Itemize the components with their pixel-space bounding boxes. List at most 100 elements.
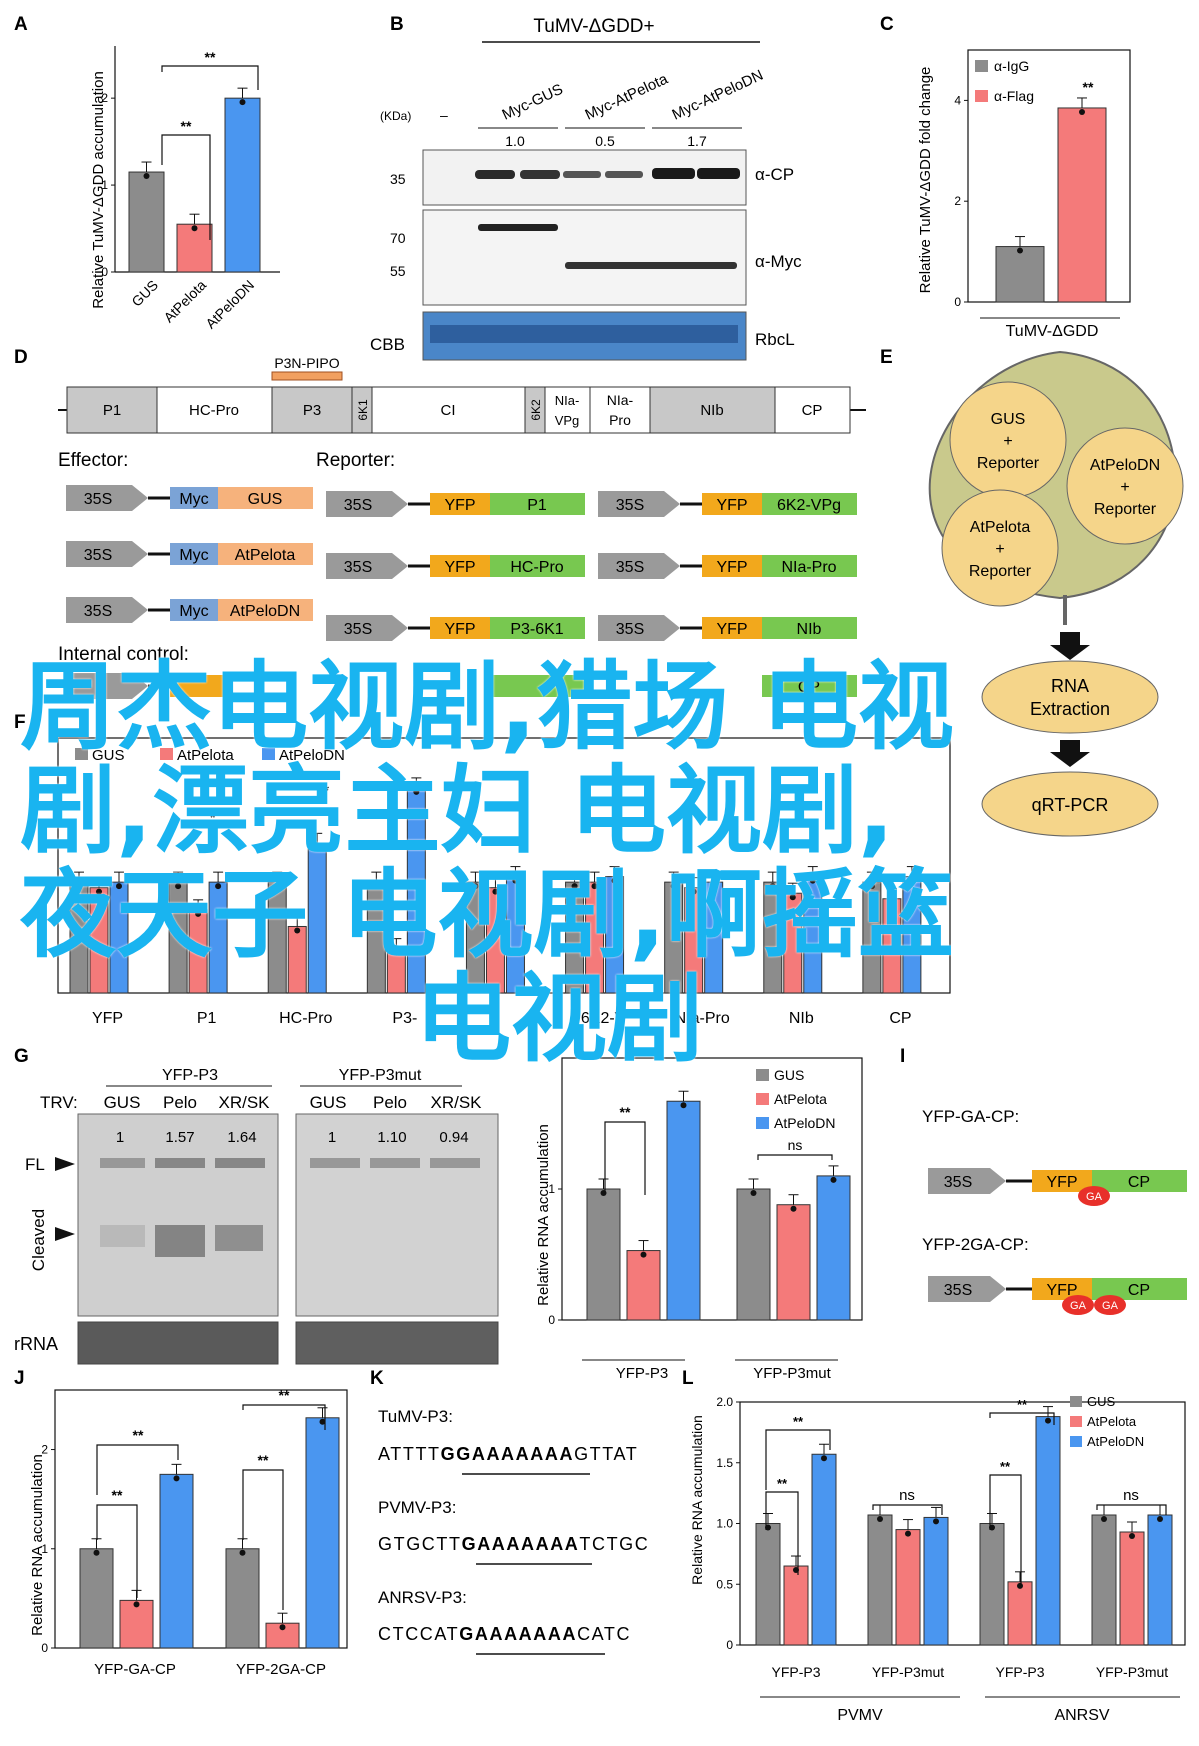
chart-c-xlabel: TuMV-ΔGDD <box>1006 323 1099 340</box>
effector-2-tag: Myc <box>179 547 208 564</box>
blot-g-value-6: 0.94 <box>439 1129 468 1146</box>
chart-j-significance <box>96 1404 326 1610</box>
genome-pipo: P3N-PIPO <box>274 355 339 371</box>
blot-g-rrna: rRNA <box>14 1334 58 1354</box>
chart-f-legend-atpelota: AtPelota <box>177 747 234 764</box>
chart-a-ytick-label-2: 2 <box>101 91 108 105</box>
panel-letter-f: F <box>14 712 26 733</box>
seq-anrsv-name: ANRSV-P3: <box>378 1588 467 1607</box>
chart-c-ylabel: Relative TuMV-ΔGDD fold change <box>917 67 934 294</box>
chart-j-frame <box>54 1389 348 1649</box>
chart-c-legend-flag: α-Flag <box>994 88 1034 104</box>
chart-c-ytick-label-1: 2 <box>954 194 961 208</box>
reporter-r1-yfp: YFP <box>716 497 747 514</box>
chart-f-bar-7-1-point <box>789 894 796 901</box>
chart-f-xtick-label-5: 6K2-V <box>581 1010 626 1027</box>
blot-g-value-1: 1 <box>116 1129 124 1146</box>
chart-h-legend: GUS AtPelota AtPeloDN <box>756 1067 835 1131</box>
chart-f-bar-3-0 <box>366 881 386 994</box>
chart-l-ytick-label-4: 2.0 <box>716 1395 733 1409</box>
chart-l-bar-3-0-point <box>1101 1515 1107 1522</box>
chart-c: 024 <box>954 49 1131 309</box>
circle-atpelota-line-1: AtPelota <box>970 519 1031 536</box>
reporter-l3-promoter: 35S <box>344 621 372 638</box>
chart-h-xtick-label-0: YFP-P3 <box>616 1365 669 1382</box>
chart-a-sig-1: ** <box>181 118 192 134</box>
chart-f-bar-1-2-point <box>215 883 222 890</box>
chart-j-bar-1-1-point <box>279 1624 286 1631</box>
chart-a-significance <box>161 65 259 240</box>
chart-f-bar-6-1 <box>684 887 704 994</box>
chart-f-legend-atpelodn: AtPeloDN <box>279 747 345 764</box>
chart-f-xtick-label-3: P3- <box>392 1010 417 1027</box>
reporter-r3-promoter: 35S <box>616 621 644 638</box>
chart-c-legend-swatch-igg <box>975 60 988 72</box>
circle-gus-line-1: GUS <box>991 411 1026 428</box>
chart-h-bar-1-2-point <box>830 1176 837 1183</box>
chart-f-bar-7-2 <box>803 876 823 994</box>
reporter-r2-gene: NIa-Pro <box>781 559 836 576</box>
genome-nia-pro-2: Pro <box>609 412 631 428</box>
chart-f-bar-3-2-point <box>413 788 420 795</box>
genome-nia-vpg-1: NIa- <box>555 393 580 408</box>
chart-h-bar-0-1 <box>626 1250 661 1321</box>
circle-gus-line-3: Reporter <box>977 455 1040 472</box>
reporter-l1-gene: P1 <box>527 497 547 514</box>
reporter-l3-gene: P3-6K1 <box>510 621 563 638</box>
chart-h-bar-0-2-point <box>680 1102 687 1109</box>
chart-l-bar-1-0 <box>867 1514 893 1646</box>
chart-a-bar-atpelodn <box>224 97 261 273</box>
seq-tumv-pre: ATTTT <box>378 1444 441 1464</box>
chart-a-xtick-label-0: GUS <box>128 277 161 310</box>
blot-g-lane-4: GUS <box>310 1093 347 1112</box>
chart-l-bar-0-1 <box>783 1565 809 1646</box>
blot-g-lane-5: Pelo <box>373 1093 407 1112</box>
chart-l-bar-0-2 <box>811 1453 837 1646</box>
chart-h-legend-swatch-atpelota <box>756 1093 769 1105</box>
seq-tumv: ATTTTGGAAAAAAAGTTAT <box>378 1444 638 1464</box>
chart-l-bar-1-2 <box>923 1516 949 1646</box>
effector-3-tag: Myc <box>179 603 208 620</box>
blot-b-construct: TuMV-ΔGDD+ <box>533 16 654 37</box>
panel-letter-l: L <box>682 1368 694 1389</box>
genome-p1: P1 <box>103 402 121 419</box>
seq-tumv-post: GTTAT <box>574 1444 638 1464</box>
chart-j-ytick-label-1: 1 <box>41 1542 48 1556</box>
chart-f-bar-3-0-point <box>373 883 380 890</box>
chart-j-bar-1-0-point <box>239 1549 246 1556</box>
seq-anrsv: CTCCATGAAAAAAACATC <box>378 1624 631 1644</box>
chart-a-ytick-label-1: 1 <box>101 178 108 192</box>
effector-3-gene: AtPeloDN <box>230 603 300 620</box>
effector-constructs: 35S Myc GUS 35S Myc AtPelota 35S Myc AtP… <box>66 485 313 623</box>
chart-f-bar-8-1-point <box>888 899 895 906</box>
chart-f-bar-3-2 <box>406 787 426 994</box>
chart-f-bar-2-1-point <box>294 927 301 934</box>
chart-f-bar-5-0 <box>565 881 585 994</box>
chart-l-bar-3-0 <box>1091 1514 1117 1646</box>
chart-j-bar-0-2-point <box>173 1475 180 1482</box>
chart-f-bar-4-1 <box>485 887 505 994</box>
chart-a-bar-gus <box>128 171 165 273</box>
effector-title: Effector: <box>58 450 128 471</box>
constructs-i: YFP-GA-CP: 35S YFP CP GA YFP-2GA-CP: 35S… <box>922 1107 1187 1315</box>
leaf-workflow-e: GUS + Reporter AtPeloDN + Reporter AtPel… <box>928 350 1184 837</box>
reporter-r3-gene: NIb <box>797 621 822 638</box>
chart-l-ytick-label-0: 0 <box>726 1638 733 1652</box>
genome-map-d: P3N-PIPO P1 HC-Pro P3 6K1 CI 6K2 NIa- VP… <box>58 355 866 665</box>
chart-f-bar-6-2 <box>704 881 724 994</box>
circle-gus-line-2: + <box>1003 433 1012 450</box>
chart-f-sig-1: ** <box>318 782 329 798</box>
chart-l-bar-1-2-point <box>933 1518 939 1525</box>
chart-j-bar-0-0 <box>79 1548 114 1649</box>
seq-tumv-name: TuMV-P3: <box>378 1407 453 1426</box>
effector-2-gene: AtPelota <box>235 547 296 564</box>
chart-f-legend-swatch-atpelota <box>160 748 173 760</box>
chart-f-bar-2-2-point <box>314 844 321 851</box>
chart-c-bar-0-point <box>1017 247 1023 254</box>
arrow-down-icon <box>1050 632 1090 660</box>
panel-letter-j: J <box>14 1368 25 1389</box>
chart-l-sig-6: ns <box>1123 1487 1139 1504</box>
chart-c-bar-1 <box>1057 107 1107 303</box>
chart-c-ytick-label-2: 4 <box>954 93 961 107</box>
